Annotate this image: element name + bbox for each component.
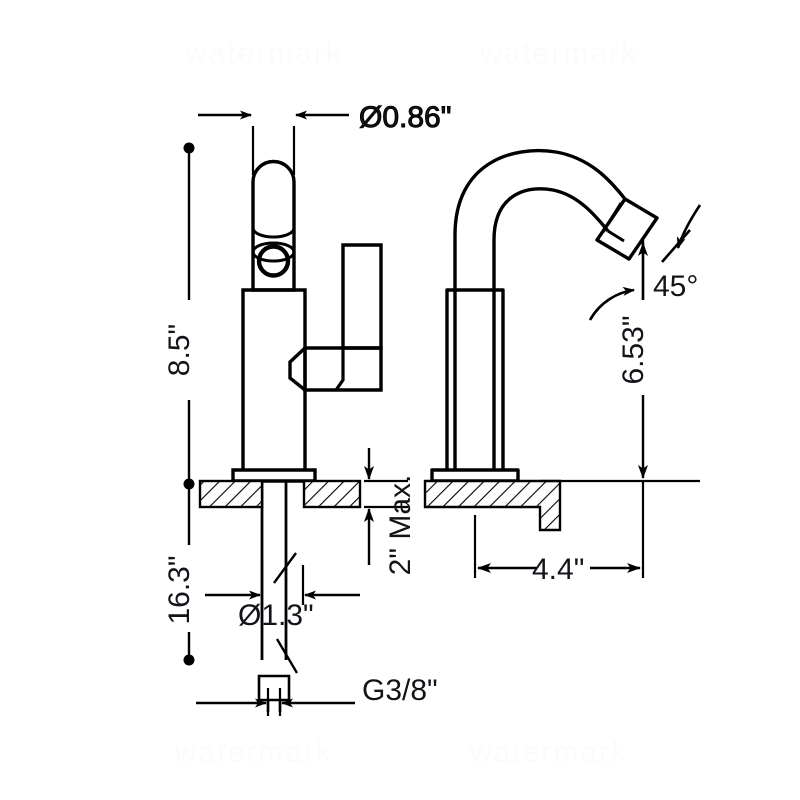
dimension-shank-diameter: Ø1.3" xyxy=(205,552,360,632)
spout-tube xyxy=(251,159,296,292)
aerator-collar-lower xyxy=(251,241,296,263)
watermark-group: watermark watermark watermark watermark xyxy=(174,37,638,769)
watermark-bottom-right: watermark xyxy=(469,736,628,769)
dim-label-deck-thickness: 2" Max. xyxy=(384,475,417,576)
dim-label-spout-diameter: Ø0.86" xyxy=(359,101,451,134)
dimension-spout-reach: 4.4" xyxy=(473,481,645,586)
dimension-outlet-angle: 45° xyxy=(588,204,702,321)
dim-dot-height-top xyxy=(183,142,195,154)
dimension-overall-height: 8.5" xyxy=(163,142,196,490)
angle-arrow-right xyxy=(676,204,702,249)
right-base-escutcheon xyxy=(430,468,520,483)
watermark-top-left: watermark xyxy=(184,37,343,70)
dim-label-shank-diameter: Ø1.3" xyxy=(238,599,314,632)
left-view-counter-deck xyxy=(198,479,362,509)
leader-line-shank xyxy=(273,552,297,584)
dimension-thread-size: G3/8" xyxy=(196,638,438,716)
dim-label-spout-height: 6.53" xyxy=(617,315,650,384)
handle-hub-block xyxy=(303,346,383,392)
base-escutcheon-plate xyxy=(231,468,317,483)
dim-dot-length-bottom xyxy=(183,654,195,666)
dim-label-spout-reach: 4.4" xyxy=(532,553,584,586)
dim-label-overall-height: 8.5" xyxy=(163,324,196,376)
aerator-base-seam xyxy=(601,202,623,233)
left-view-faucet xyxy=(231,159,383,712)
dim-label-outlet-angle: 45° xyxy=(653,270,698,303)
dimension-total-length: 16.3" xyxy=(163,484,196,666)
right-view-faucet xyxy=(430,148,659,483)
dim-label-thread-size: G3/8" xyxy=(362,674,438,707)
leader-line-thread xyxy=(275,638,299,674)
angle-arrow-left xyxy=(588,286,635,321)
handle-cam-nose xyxy=(288,346,307,392)
spout-outer-curve xyxy=(453,148,627,470)
watermark-top-right: watermark xyxy=(479,37,638,70)
aerator-collar-upper xyxy=(251,227,296,239)
spout-inner-curve xyxy=(492,187,610,470)
aerator-outlet-hole xyxy=(256,244,291,278)
deck-section-right xyxy=(302,479,362,509)
angle-reference-line xyxy=(661,229,691,263)
dimension-deck-thickness: 2" Max. xyxy=(364,448,417,575)
dim-label-total-length: 16.3" xyxy=(163,555,196,624)
handle-notch-detail xyxy=(334,348,345,391)
watermark-bottom-left: watermark xyxy=(174,736,333,769)
dimension-spout-diameter: Ø0.86" xyxy=(198,101,452,175)
aerator-seam-line xyxy=(607,229,625,243)
deck-section-left xyxy=(198,479,264,509)
